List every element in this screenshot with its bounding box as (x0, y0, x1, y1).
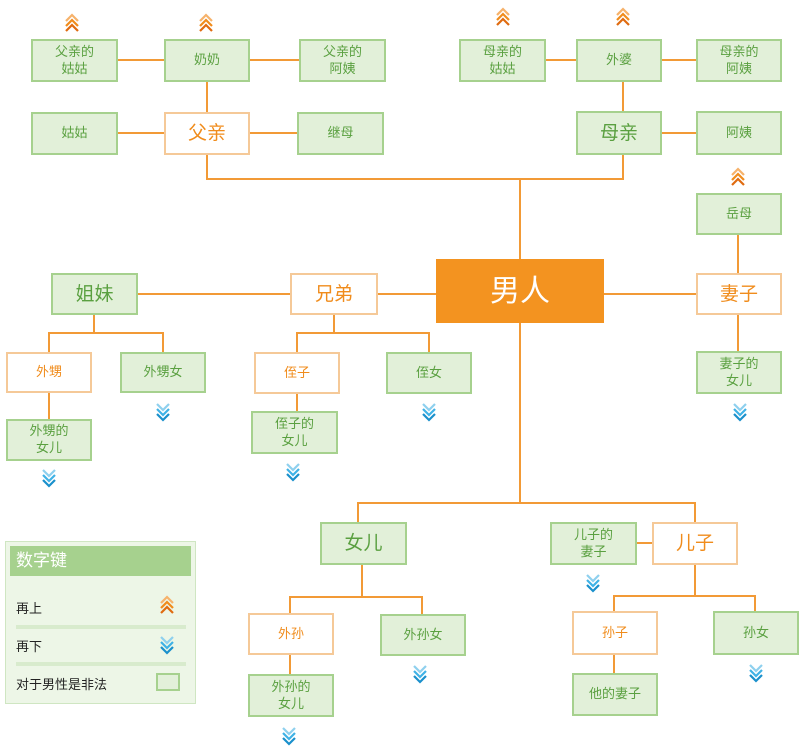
node-niece-sister[interactable]: 外甥女 (120, 352, 206, 393)
chevron-down-icon (160, 636, 174, 655)
node-nephew-sister[interactable]: 外甥 (6, 352, 92, 393)
node-mother-aunt[interactable]: 母亲的 姑姑 (459, 39, 546, 82)
node-nephew-brother-daughter[interactable]: 侄子的 女儿 (251, 411, 338, 454)
node-brother[interactable]: 兄弟 (290, 273, 378, 315)
chevron-up-icon[interactable] (615, 6, 631, 28)
node-mother[interactable]: 母亲 (576, 111, 662, 155)
node-daughter[interactable]: 女儿 (320, 522, 407, 565)
node-nephew-brother[interactable]: 侄子 (254, 352, 340, 394)
node-father-maternal-aunt[interactable]: 父亲的 阿姨 (299, 39, 386, 82)
node-niece-brother[interactable]: 侄女 (386, 352, 472, 394)
chevron-down-icon[interactable] (421, 401, 437, 423)
node-grandson-daughter-daughter[interactable]: 外孙的 女儿 (248, 674, 334, 717)
node-granddaughter[interactable]: 孙女 (713, 611, 799, 655)
node-man[interactable]: 男人 (436, 259, 604, 323)
legend-down-label: 再下 (16, 640, 43, 655)
legend-title: 数字键 (10, 546, 191, 576)
legend-illegal-swatch (156, 673, 180, 691)
node-wife[interactable]: 妻子 (696, 273, 782, 315)
node-mother-maternal-aunt[interactable]: 母亲的 阿姨 (696, 39, 782, 82)
chevron-down-icon[interactable] (41, 467, 57, 489)
node-stepmother[interactable]: 继母 (297, 112, 384, 155)
node-wife-daughter[interactable]: 妻子的 女儿 (696, 351, 782, 394)
chevron-down-icon[interactable] (155, 401, 171, 423)
chevron-up-icon[interactable] (495, 6, 511, 28)
legend-panel: 数字键 再上 再下 对于男性是非法 (5, 541, 196, 704)
chevron-up-icon[interactable] (730, 166, 746, 188)
node-son-wife[interactable]: 儿子的 妻子 (550, 522, 637, 565)
node-son[interactable]: 儿子 (652, 522, 738, 565)
chevron-down-icon[interactable] (285, 461, 301, 483)
chevron-down-icon[interactable] (732, 401, 748, 423)
legend-divider (16, 625, 186, 629)
node-aunt-maternal[interactable]: 阿姨 (696, 111, 782, 155)
node-aunt-paternal[interactable]: 姑姑 (31, 112, 118, 155)
node-grandson[interactable]: 孙子 (572, 611, 658, 655)
node-granddaughter-daughter[interactable]: 外孙女 (380, 614, 466, 656)
node-nephew-sister-daughter[interactable]: 外甥的 女儿 (6, 419, 92, 461)
chevron-down-icon[interactable] (748, 662, 764, 684)
node-father[interactable]: 父亲 (164, 112, 250, 155)
chevron-down-icon[interactable] (412, 663, 428, 685)
chevron-up-icon[interactable] (198, 12, 214, 34)
node-maternal-grandma[interactable]: 外婆 (576, 39, 662, 82)
chevron-up-icon (160, 595, 174, 614)
node-father-aunt[interactable]: 父亲的 姑姑 (31, 39, 118, 82)
chevron-down-icon[interactable] (281, 725, 297, 747)
legend-illegal-label: 对于男性是非法 (16, 678, 108, 693)
legend-divider (16, 662, 186, 666)
chevron-down-icon[interactable] (585, 572, 601, 594)
chevron-up-icon[interactable] (64, 12, 80, 34)
node-grandson-wife[interactable]: 他的妻子 (572, 673, 658, 716)
node-grandson-daughter[interactable]: 外孙 (248, 613, 334, 655)
node-sister[interactable]: 姐妹 (51, 273, 138, 315)
node-mother-in-law[interactable]: 岳母 (696, 193, 782, 235)
legend-up-label: 再上 (16, 602, 43, 617)
node-paternal-grandma[interactable]: 奶奶 (164, 39, 250, 82)
